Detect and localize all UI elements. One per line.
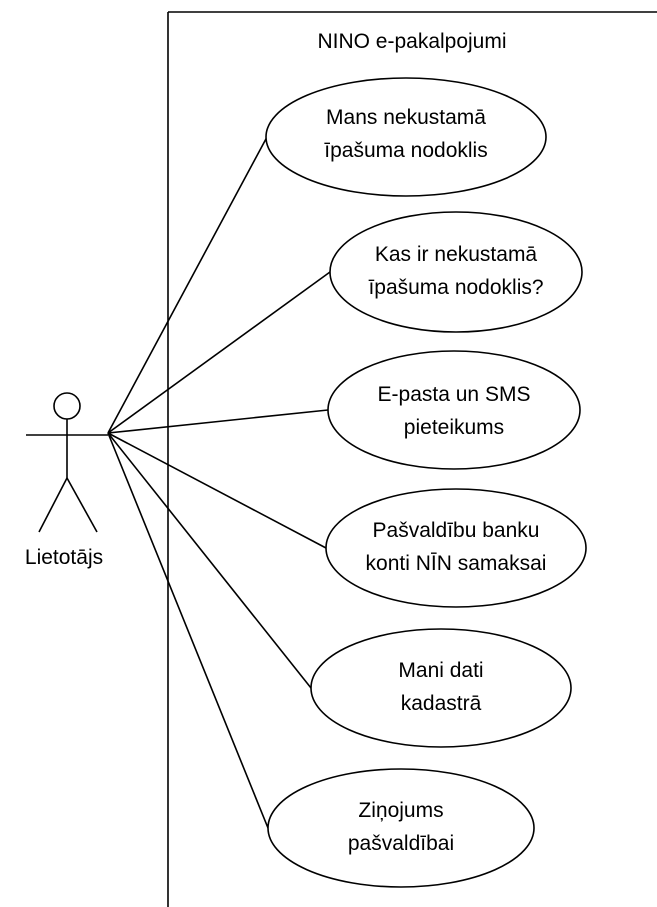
use-case-ellipse	[267, 768, 535, 888]
actor-head	[53, 392, 81, 420]
use-case-line-2: pieteikums	[404, 416, 504, 439]
use-case-ellipse	[310, 628, 572, 748]
use-case-line-1: Mani dati	[398, 659, 483, 682]
use-case-4: Pašvaldību banku konti NĪN samaksai	[325, 488, 587, 608]
use-case-line-2: īpašuma nodoklis	[324, 139, 487, 162]
use-case-1: Mans nekustamā īpašuma nodoklis	[265, 77, 547, 197]
use-case-2: Kas ir nekustamā īpašuma nodoklis?	[329, 211, 583, 333]
use-case-line-1: Ziņojums	[358, 799, 443, 822]
system-boundary: NINO e-pakalpojumi	[167, 11, 657, 907]
use-case-line-1: Mans nekustamā	[326, 106, 486, 129]
actor-right-leg	[66, 477, 98, 533]
use-case-3: E-pasta un SMS pieteikums	[327, 350, 581, 470]
use-case-line-1: E-pasta un SMS	[378, 383, 531, 406]
use-case-line-2: kadastrā	[401, 692, 482, 715]
use-case-6: Ziņojums pašvaldībai	[267, 768, 535, 888]
use-case-ellipse	[327, 350, 581, 470]
association-uc1	[107, 136, 268, 434]
use-case-line-1: Pašvaldību banku	[373, 519, 540, 542]
system-title: NINO e-pakalpojumi	[317, 30, 506, 53]
use-case-line-2: īpašuma nodoklis?	[368, 276, 543, 299]
associations	[107, 136, 331, 829]
association-uc4	[107, 432, 327, 549]
use-case-5: Mani dati kadastrā	[310, 628, 572, 748]
use-case-ellipse	[329, 211, 583, 333]
use-case-ellipse	[325, 488, 587, 608]
association-uc3	[107, 409, 329, 434]
use-case-ellipse	[265, 77, 547, 197]
actor-lietotajs: Lietotājs	[25, 392, 108, 569]
use-case-line-2: pašvaldībai	[348, 832, 454, 855]
use-case-line-2: konti NĪN samaksai	[366, 552, 547, 575]
association-uc5	[107, 432, 312, 689]
association-uc2	[107, 271, 331, 434]
use-case-line-1: Kas ir nekustamā	[375, 243, 538, 266]
actor-label: Lietotājs	[25, 546, 103, 569]
actor-left-leg	[38, 477, 68, 533]
association-uc6	[107, 432, 269, 829]
